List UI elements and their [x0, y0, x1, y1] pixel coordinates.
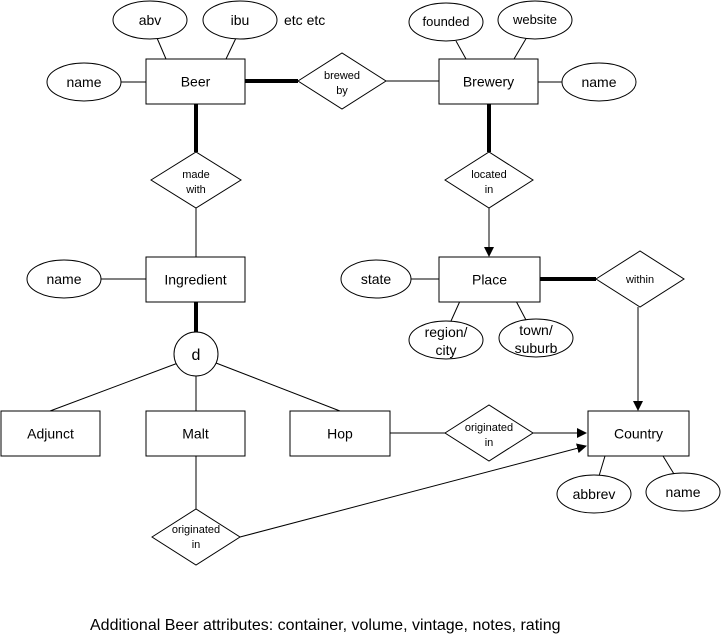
relationship-hop-originated-in: originated in: [444, 404, 534, 462]
entity-hop: Hop: [289, 410, 391, 457]
relationship-brewed-by-line2: by: [336, 85, 348, 97]
entity-ingredient: Ingredient: [145, 256, 246, 303]
attribute-country-name-label: name: [665, 484, 700, 500]
attribute-beer-name-label: name: [66, 74, 101, 90]
relationship-hop-originated-in-line1: originated: [465, 422, 513, 434]
additional-attributes-note: Additional Beer attributes: container, v…: [90, 617, 561, 634]
disjoint-specialization: d: [173, 331, 219, 377]
attribute-place-town-line1: town/: [519, 322, 553, 338]
country-abbrev-line: [598, 455, 606, 477]
attribute-brewery-name: name: [561, 62, 637, 102]
relationship-located-in-line1: located: [471, 169, 506, 181]
attribute-beer-name: name: [46, 62, 122, 102]
attribute-place-region-line1: region/: [425, 324, 468, 340]
relationship-within: within: [595, 250, 685, 308]
attribute-place-state-label: state: [361, 271, 392, 287]
attribute-ingredient-name: name: [26, 259, 102, 299]
entity-country-label: Country: [614, 426, 663, 442]
place-town-line: [515, 300, 527, 321]
entity-malt-label: Malt: [182, 426, 209, 442]
entity-place-label: Place: [472, 272, 507, 288]
connectors: [49, 36, 675, 538]
relationship-made-with-line1: made: [182, 169, 210, 181]
disjoint-specialization-label: d: [192, 347, 201, 364]
attribute-place-town: town/ suburb: [498, 318, 574, 358]
beer-ibu-line: [225, 37, 237, 60]
entity-place: Place: [438, 256, 541, 303]
relationship-malt-originated-in: originated in: [151, 508, 241, 566]
attribute-place-state: state: [340, 259, 412, 299]
entity-adjunct-label: Adjunct: [27, 426, 74, 442]
attribute-brewery-founded: founded: [408, 2, 484, 42]
relationship-located-in: located in: [444, 151, 534, 209]
place-region-line: [450, 300, 461, 322]
entity-hop-label: Hop: [327, 426, 353, 442]
entity-brewery: Brewery: [438, 58, 539, 105]
entity-malt: Malt: [145, 410, 246, 457]
relationship-made-with: made with: [150, 151, 242, 209]
attribute-country-abbrev: abbrev: [556, 474, 632, 514]
relationship-within-label: within: [625, 274, 654, 286]
attribute-brewery-website-label: website: [512, 12, 557, 27]
attribute-brewery-name-label: name: [581, 74, 616, 90]
attribute-beer-abv: abv: [112, 0, 188, 40]
entity-beer-label: Beer: [181, 74, 211, 90]
relationship-malt-originated-in-line1: originated: [172, 524, 220, 536]
disjoint-hop-line: [215, 362, 341, 412]
attribute-place-region-line2: city: [436, 342, 457, 358]
attribute-beer-ibu-label: ibu: [231, 12, 250, 28]
relationship-brewed-by: brewed by: [297, 52, 387, 110]
attribute-ingredient-name-label: name: [46, 271, 81, 287]
relationship-made-with-line2: with: [185, 184, 206, 196]
attribute-beer-ibu: ibu: [202, 0, 278, 40]
attribute-country-name: name: [645, 472, 721, 512]
attribute-country-abbrev-label: abbrev: [573, 486, 616, 502]
attribute-brewery-founded-label: founded: [423, 14, 470, 29]
beer-abv-line: [156, 37, 167, 60]
attribute-brewery-website: website: [497, 0, 573, 40]
relationship-located-in-line2: in: [485, 184, 494, 196]
beer-more-attributes-note: etc etc: [284, 12, 325, 28]
disjoint-adjunct-line: [49, 362, 179, 412]
attribute-place-town-line2: suburb: [515, 340, 558, 356]
entity-ingredient-label: Ingredient: [164, 272, 226, 288]
entity-country: Country: [587, 410, 690, 457]
country-name-line: [662, 455, 675, 475]
entity-beer: Beer: [145, 58, 246, 105]
attribute-place-region: region/ city: [408, 320, 484, 360]
brewery-website-line: [513, 36, 528, 60]
relationship-brewed-by-line1: brewed: [324, 70, 360, 82]
entity-adjunct: Adjunct: [0, 410, 101, 457]
relationship-malt-originated-in-line2: in: [192, 539, 201, 551]
malt-originatedin-country-arrow: [239, 443, 587, 538]
attribute-beer-abv-label: abv: [139, 12, 162, 28]
brewery-founded-line: [455, 40, 467, 60]
entity-brewery-label: Brewery: [463, 74, 514, 90]
relationship-hop-originated-in-line2: in: [485, 437, 494, 449]
